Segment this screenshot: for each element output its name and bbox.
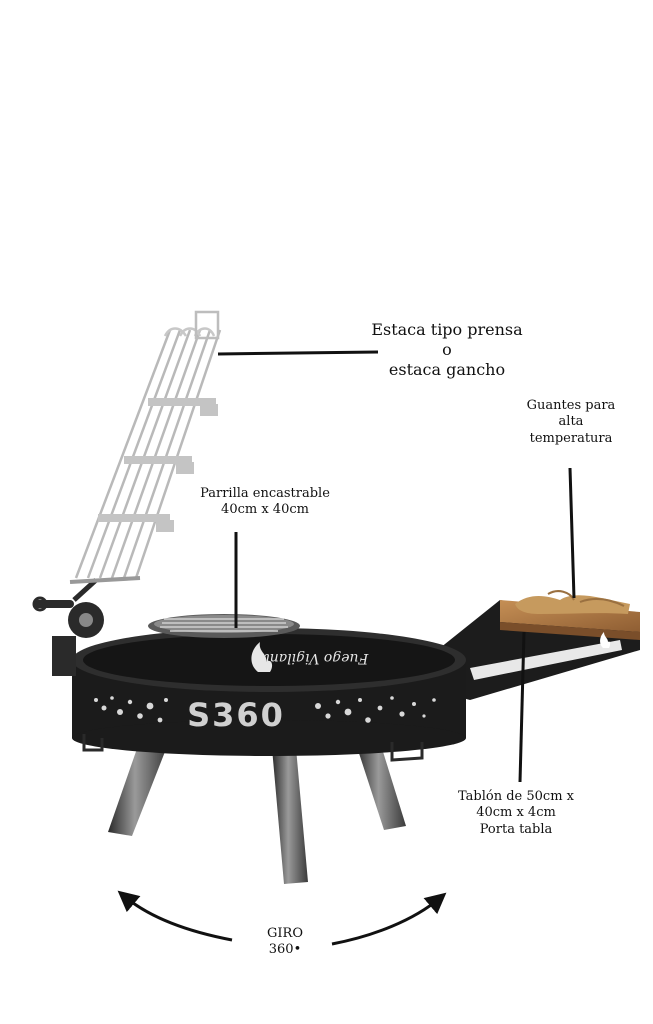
crank-handle-icon — [32, 596, 48, 612]
callout-line-guantes — [568, 467, 576, 599]
grill-grate — [148, 614, 300, 638]
label-parrilla-line-2: 40cm x 40cm — [221, 502, 309, 518]
label-estaca-line-2: o — [442, 340, 452, 359]
leg-center — [272, 748, 308, 884]
bowl-handle-left — [82, 734, 104, 752]
engraving-text: Fuego Vigilante — [256, 650, 369, 666]
label-guantes: Guantes para alta temperatura — [508, 398, 634, 447]
label-tablon-line-1: Tablón de 50cm x — [458, 789, 574, 804]
leg-right — [356, 742, 406, 830]
callout-line-estaca — [217, 350, 379, 356]
label-estaca-line-3: estaca gancho — [388, 360, 506, 379]
label-estaca: Estaca tipo prensa o estaca gancho — [352, 320, 542, 380]
flame-engraving-icon — [251, 642, 273, 672]
flame-icon — [600, 632, 611, 648]
rotate-arrow-left-icon — [117, 890, 233, 942]
label-guantes-line-3: temperatura — [529, 430, 613, 446]
callout-line-tablon — [518, 631, 526, 783]
skewer-rack — [69, 310, 222, 584]
perforation-dots — [94, 696, 436, 723]
label-parrilla: Parrilla encastrable 40cm x 40cm — [180, 486, 350, 519]
wood-board-front — [500, 622, 640, 640]
label-guantes-line-2: alta — [558, 414, 584, 430]
bowl-logo: S360 — [187, 696, 285, 734]
label-tablon-line-2: 40cm x 4cm — [476, 805, 556, 821]
label-tablon-line-3: Porta tabla — [479, 821, 553, 837]
bowl-engraving: Fuego Vigilante — [251, 642, 369, 672]
fire-bowl — [72, 628, 466, 756]
rotate-arrow-right-icon — [331, 892, 447, 946]
label-giro: GIRO 360• — [245, 926, 325, 959]
leg-left — [108, 740, 168, 836]
label-parrilla-line-1: Parrilla encastrable — [200, 486, 330, 501]
label-giro-line-1: GIRO — [267, 926, 303, 941]
gloves-illustration — [515, 590, 630, 614]
skewer-clamps — [98, 398, 218, 532]
grill-legs — [108, 740, 406, 884]
crank-mechanism — [32, 578, 104, 676]
label-tablon: Tablón de 50cm x 40cm x 4cm Porta tabla — [436, 789, 596, 838]
label-guantes-line-1: Guantes para — [526, 398, 616, 413]
label-giro-line-2: 360• — [268, 942, 302, 958]
label-estaca-line-1: Estaca tipo prensa — [371, 320, 523, 339]
bowl-handle-right — [390, 742, 424, 762]
callout-lines — [217, 350, 576, 783]
